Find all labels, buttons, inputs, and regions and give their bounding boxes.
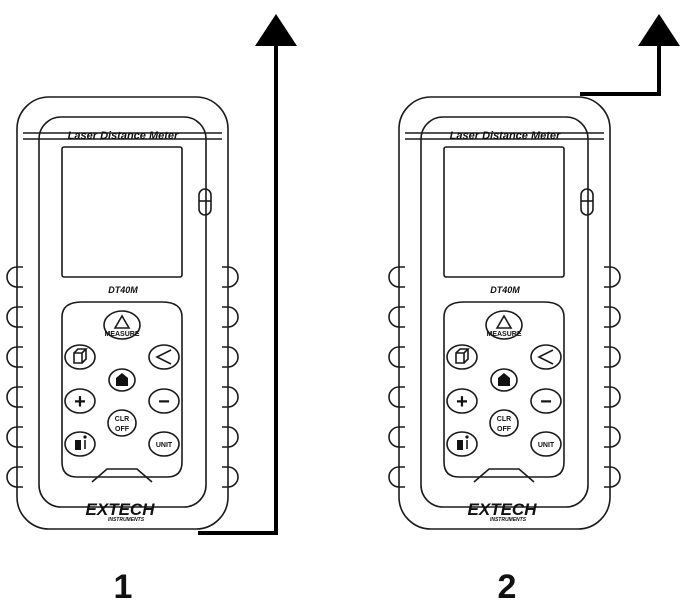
device-panel-2: Laser Distance Meter DT40M MEASURE: [388, 96, 621, 530]
plus-button[interactable]: +: [64, 388, 96, 414]
svg-text:UNIT: UNIT: [538, 442, 555, 449]
minus-button[interactable]: −: [148, 388, 180, 414]
device-body: [420, 116, 589, 508]
svg-text:OFF: OFF: [497, 426, 512, 433]
svg-text:MEASURE: MEASURE: [104, 331, 139, 338]
side-latch[interactable]: [198, 188, 212, 216]
cube-icon: [455, 348, 470, 364]
cube-icon: [73, 348, 88, 364]
laser-warning-icon: [113, 314, 131, 329]
measure-button[interactable]: MEASURE: [485, 310, 523, 340]
memory-button[interactable]: [108, 368, 136, 392]
angle-icon: [537, 349, 554, 365]
memory-icon: [116, 373, 128, 386]
device-title: Laser Distance Meter: [450, 130, 561, 142]
memory-button[interactable]: [490, 368, 518, 392]
laser-warning-icon: [495, 314, 513, 329]
device-panel-1: Laser Distance Meter DT40M: [6, 96, 239, 530]
keypad-frame: [61, 301, 183, 478]
device-body: [38, 116, 207, 508]
side-latch[interactable]: [580, 188, 594, 216]
angle-icon: [155, 349, 172, 365]
area-volume-button[interactable]: [64, 344, 96, 370]
direction-arrow-2: [580, 14, 680, 96]
reference-point-button[interactable]: [148, 344, 180, 370]
memory-icon: [498, 373, 510, 386]
arrow-head-icon: [638, 14, 680, 46]
svg-text:EXTECH: EXTECH: [86, 500, 156, 519]
svg-text:OFF: OFF: [115, 426, 130, 433]
level-button[interactable]: [64, 431, 96, 457]
side-bumps-right: [604, 266, 621, 488]
svg-text:CLR: CLR: [115, 416, 129, 423]
level-icon: [75, 440, 81, 450]
model-label: DT40M: [108, 285, 138, 295]
device-holster: [16, 96, 229, 530]
plus-button[interactable]: +: [446, 388, 478, 414]
reference-point-button[interactable]: [530, 344, 562, 370]
unit-button[interactable]: UNIT: [148, 431, 180, 457]
brand-logo: EXTECH INSTRUMENTS: [468, 500, 538, 523]
measure-button[interactable]: MEASURE: [103, 310, 141, 340]
svg-text:+: +: [456, 391, 468, 413]
svg-text:−: −: [540, 391, 552, 413]
clear-off-button[interactable]: CLR OFF: [489, 409, 519, 437]
step-label-1: 1: [114, 568, 133, 606]
display-screen: [443, 146, 565, 278]
arrow-head-icon: [255, 14, 297, 46]
svg-text:CLR: CLR: [497, 416, 511, 423]
side-bumps-left: [6, 266, 23, 488]
clear-off-button[interactable]: CLR OFF: [107, 409, 137, 437]
level-icon: [457, 440, 463, 450]
minus-button[interactable]: −: [530, 388, 562, 414]
unit-button[interactable]: UNIT: [530, 431, 562, 457]
svg-text:EXTECH: EXTECH: [468, 500, 538, 519]
brand-logo: EXTECH INSTRUMENTS: [86, 500, 156, 523]
svg-text:−: −: [158, 391, 170, 413]
svg-text:UNIT: UNIT: [156, 442, 173, 449]
svg-text:MEASURE: MEASURE: [486, 331, 521, 338]
level-button[interactable]: [446, 431, 478, 457]
svg-text:+: +: [74, 391, 86, 413]
area-volume-button[interactable]: [446, 344, 478, 370]
direction-arrow-1: [198, 14, 297, 535]
display-screen: [61, 146, 183, 278]
device-title: Laser Distance Meter: [68, 130, 179, 142]
keypad-frame: [443, 301, 565, 478]
svg-text:INSTRUMENTS: INSTRUMENTS: [490, 517, 527, 523]
side-bumps-right: [222, 266, 239, 488]
side-bumps-left: [388, 266, 405, 488]
step-label-2: 2: [498, 568, 517, 606]
device-holster: [398, 96, 611, 530]
model-label: DT40M: [490, 285, 520, 295]
svg-text:INSTRUMENTS: INSTRUMENTS: [108, 517, 145, 523]
